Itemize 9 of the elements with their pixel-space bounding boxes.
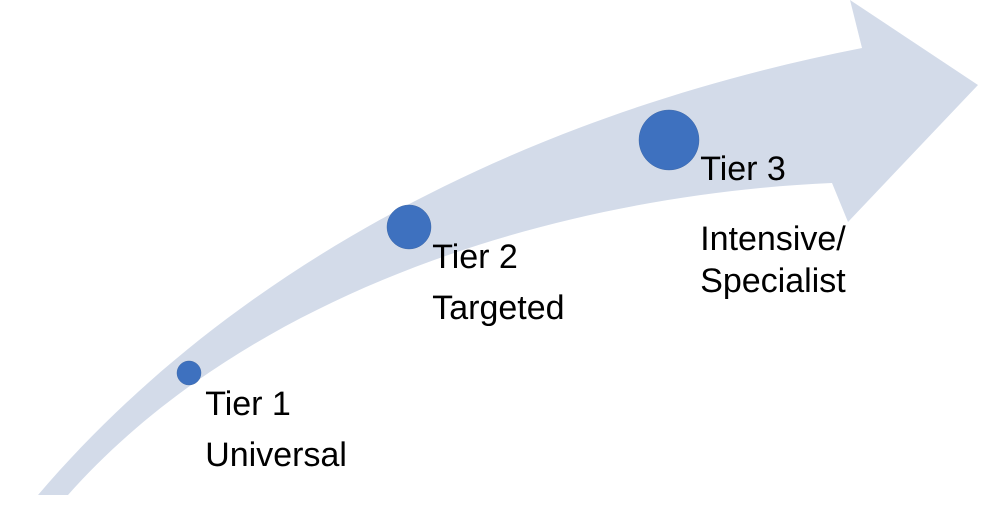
circle-marker (176, 360, 202, 386)
circle-marker (386, 204, 432, 250)
tier-label: Intensive/ Specialist (702, 225, 846, 300)
tier-label: Universal (208, 441, 345, 466)
circle-marker (638, 110, 700, 170)
tier-label: Tier 3 (700, 155, 784, 180)
tier-label: Tier 2 (432, 243, 516, 268)
tier-label: Targeted (432, 294, 562, 326)
tier-label: Tier 1 (206, 390, 290, 416)
